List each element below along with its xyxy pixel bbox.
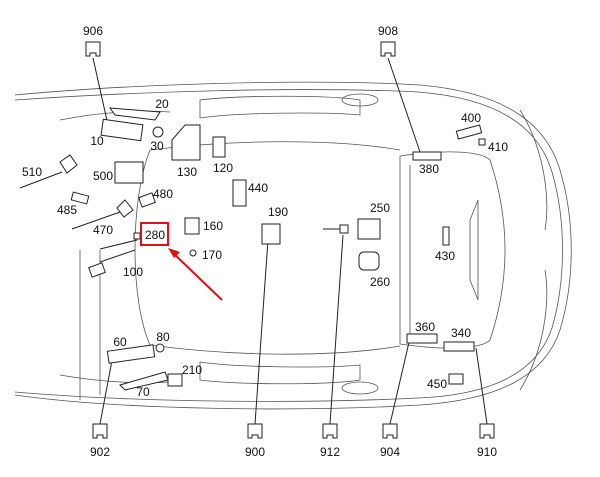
label-20: 20	[155, 97, 169, 111]
label-120: 120	[213, 161, 233, 175]
part-190-shape	[261, 223, 281, 245]
label-170: 170	[202, 248, 222, 262]
part-160-shape	[184, 217, 200, 235]
part-260-shape	[358, 251, 380, 271]
label-904: 904	[380, 445, 400, 459]
connector-902-icon	[92, 423, 108, 439]
label-250: 250	[370, 201, 390, 215]
label-80: 80	[156, 330, 170, 344]
label-902: 902	[90, 445, 110, 459]
connector-icons	[85, 41, 495, 439]
part-380-shape	[412, 151, 442, 161]
part-100-shape	[88, 262, 106, 278]
label-410: 410	[488, 140, 508, 154]
part-450-shape	[448, 373, 464, 385]
label-10: 10	[90, 134, 104, 148]
label-160: 160	[203, 219, 223, 233]
label-360: 360	[415, 320, 435, 334]
part-130-shape	[171, 124, 201, 161]
label-450: 450	[427, 377, 447, 391]
highlight-arrow-head-icon	[168, 248, 180, 258]
label-400: 400	[461, 111, 481, 125]
part-340-shape	[443, 341, 475, 352]
part-480-shape	[138, 192, 156, 208]
part-shapes	[59, 107, 486, 391]
label-906: 906	[83, 24, 103, 38]
label-912: 912	[320, 445, 340, 459]
part-485-shape	[70, 191, 90, 205]
label-500: 500	[93, 169, 113, 183]
label-210: 210	[182, 363, 202, 377]
part-80-shape	[155, 343, 165, 353]
part-470-shape	[116, 199, 134, 218]
connector-908-icon	[380, 41, 396, 57]
part-10-shape	[100, 118, 144, 142]
highlight-280	[140, 222, 223, 301]
part-510-shape	[59, 154, 78, 174]
part-360-shape	[406, 333, 438, 344]
label-440: 440	[248, 181, 268, 195]
label-70: 70	[136, 385, 150, 399]
part-labels: 20 10 30 130 120 510 500 440 480 485 470…	[22, 97, 508, 399]
connector-910-icon	[479, 423, 495, 439]
part-170-shape	[189, 249, 197, 257]
label-910: 910	[477, 445, 497, 459]
part-400-shape	[455, 124, 483, 140]
part-430-shape	[442, 226, 450, 246]
part-210-shape	[167, 373, 183, 387]
label-280: 280	[145, 228, 165, 242]
part-60-shape	[106, 344, 156, 364]
label-340: 340	[451, 326, 471, 340]
connector-906-icon	[85, 41, 101, 57]
highlight-arrow-line	[171, 251, 223, 301]
label-260: 260	[370, 275, 390, 289]
connector-900-icon	[247, 423, 263, 439]
connector-912-icon	[322, 423, 338, 439]
connector-904-icon	[382, 423, 398, 439]
part-30-shape	[152, 126, 164, 138]
label-190: 190	[268, 205, 288, 219]
part-410-shape	[478, 138, 486, 146]
label-510: 510	[22, 165, 42, 179]
label-900: 900	[245, 445, 265, 459]
car-outline	[14, 81, 572, 410]
label-480: 480	[153, 187, 173, 201]
label-908: 908	[378, 24, 398, 38]
label-470: 470	[93, 223, 113, 237]
part-280-shape	[133, 232, 141, 240]
label-30: 30	[150, 139, 164, 153]
label-60: 60	[113, 335, 127, 349]
highlight-box	[140, 222, 169, 246]
part-250-shape	[357, 218, 381, 240]
label-130: 130	[177, 165, 197, 179]
label-100: 100	[123, 265, 143, 279]
part-120-shape	[212, 136, 226, 158]
label-430: 430	[435, 249, 455, 263]
leader-lines	[19, 57, 488, 425]
part-440-shape	[232, 179, 247, 207]
label-380: 380	[419, 162, 439, 176]
connector-labels: 906 908 902 900 912 904 910	[83, 24, 497, 459]
part-500-shape	[114, 161, 144, 184]
part-20-shape	[108, 107, 161, 121]
label-485: 485	[57, 203, 77, 217]
